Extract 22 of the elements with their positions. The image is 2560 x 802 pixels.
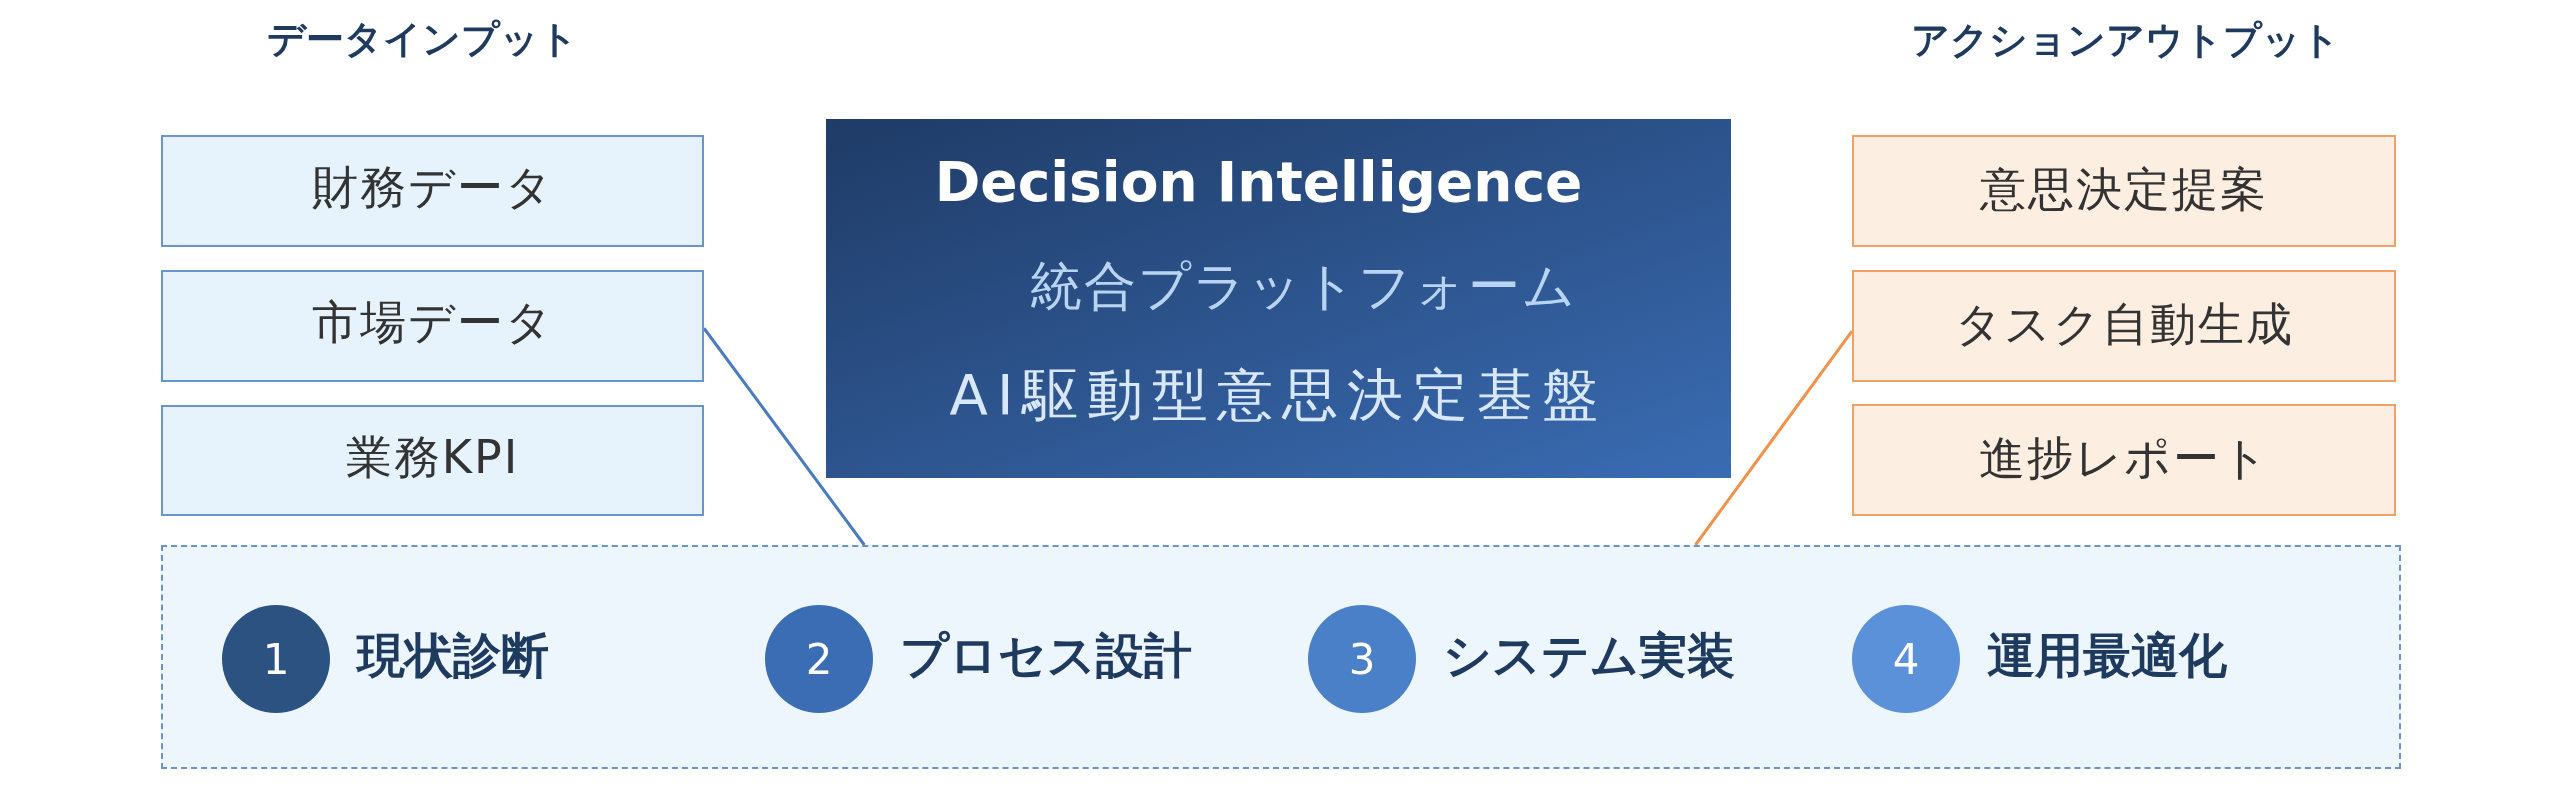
output-box: タスク自動生成	[1852, 270, 2396, 382]
step-label: 現状診断	[357, 627, 549, 685]
output-box: 意思決定提案	[1852, 135, 2396, 247]
section-heading: データインプット	[266, 17, 578, 63]
process-band	[161, 545, 2401, 769]
connector-line	[1694, 330, 1854, 546]
panel-subtitle: AI駆動型意思決定基盤	[949, 361, 1608, 429]
input-box: 市場データ	[161, 270, 704, 382]
number-circle: 3	[1308, 605, 1416, 713]
panel-subtitle: 統合プラットフォーム	[1030, 255, 1577, 318]
panel-title: Decision Intelligence	[934, 149, 1583, 215]
input-box: 業務KPI	[161, 405, 704, 516]
step-label: プロセス設計	[900, 627, 1192, 685]
number-circle: 4	[1852, 605, 1960, 713]
number-circle: 1	[222, 605, 330, 713]
step-label: 運用最適化	[1987, 627, 2227, 685]
step-label: システム実装	[1443, 627, 1735, 685]
input-box: 財務データ	[161, 135, 704, 247]
number-circle: 2	[765, 605, 873, 713]
section-heading: アクションアウトプット	[1910, 18, 2340, 64]
output-box: 進捗レポート	[1852, 404, 2396, 516]
platform-panel	[826, 119, 1731, 478]
